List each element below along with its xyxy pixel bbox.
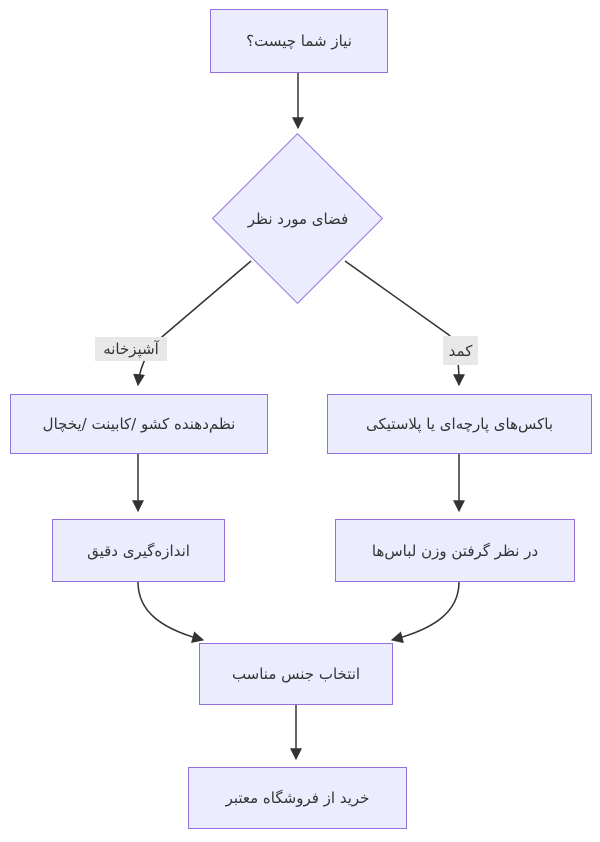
edge-measure-material	[137, 581, 205, 643]
edge-decision-kitchen-organizer	[133, 260, 252, 387]
node-kitchen-organizer: نظم‌دهنده کشو /کابینت /یخچال	[10, 394, 268, 454]
node-start-label: نیاز شما چیست؟	[246, 32, 352, 50]
node-kitchen-organizer-label: نظم‌دهنده کشو /کابینت /یخچال	[42, 415, 236, 433]
node-material: انتخاب جنس مناسب	[199, 643, 393, 705]
edge-label-closet: کمد	[443, 336, 478, 365]
node-clothes-weight-label: در نظر گرفتن وزن لباس‌ها	[371, 541, 539, 560]
edge-decision-closet-boxes	[344, 260, 465, 387]
node-closet-boxes: باکس‌های پارچه‌ای یا پلاستیکی	[327, 394, 592, 454]
node-buy: خرید از فروشگاه معتبر	[188, 767, 407, 829]
node-material-label: انتخاب جنس مناسب	[231, 665, 361, 683]
node-measure-label: اندازه‌گیری دقیق	[87, 541, 190, 560]
node-buy-label: خرید از فروشگاه معتبر	[225, 789, 370, 807]
node-closet-boxes-label: باکس‌های پارچه‌ای یا پلاستیکی	[365, 415, 554, 433]
node-decision-label: فضای مورد نظر	[247, 210, 349, 228]
edge-clothes-weight-material	[390, 581, 460, 644]
node-start: نیاز شما چیست؟	[210, 9, 388, 73]
edge-label-kitchen: آشپزخانه	[95, 337, 167, 361]
node-clothes-weight: در نظر گرفتن وزن لباس‌ها	[335, 519, 575, 582]
node-measure: اندازه‌گیری دقیق	[52, 519, 225, 582]
